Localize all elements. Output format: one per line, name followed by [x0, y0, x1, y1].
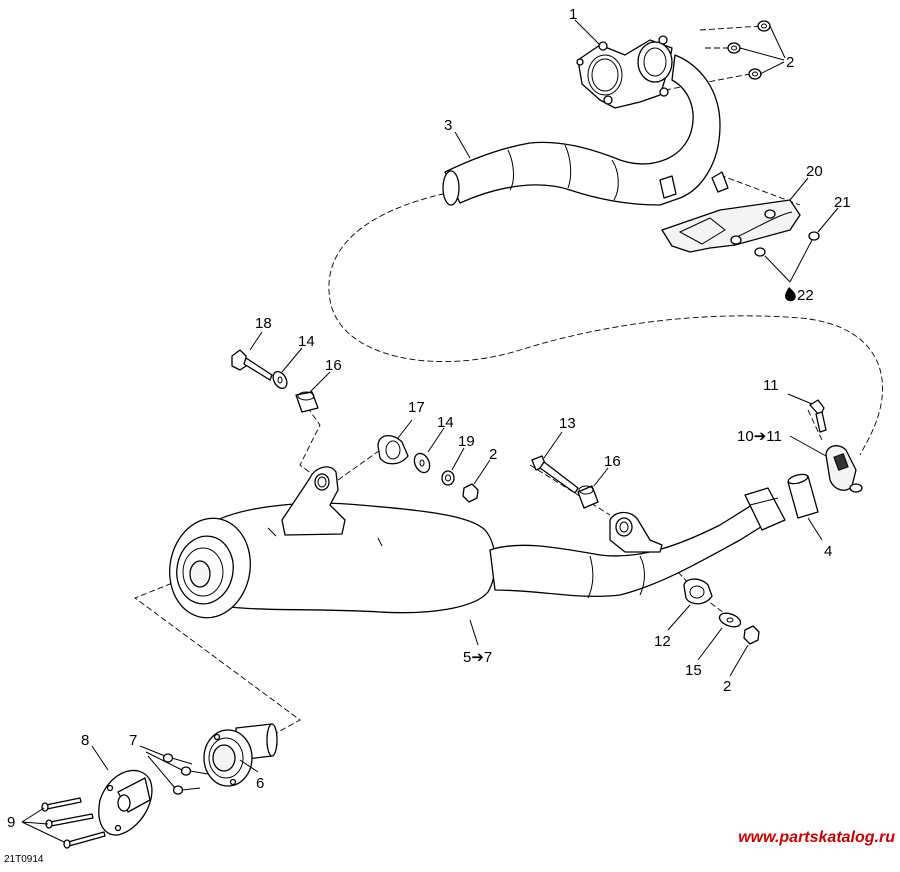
callout-9: 9 — [7, 814, 15, 831]
callout-21: 21 — [834, 194, 851, 211]
heat-shield — [661, 199, 801, 253]
heat-shield-screws — [754, 231, 820, 257]
callout-4: 4 — [824, 543, 832, 560]
callout-20: 20 — [806, 163, 823, 180]
exhaust-flange-gasket — [576, 35, 673, 109]
muffler-mount-hardware — [377, 435, 479, 503]
callout-6: 6 — [256, 775, 264, 792]
spark-arrester — [203, 723, 278, 787]
callout-8: 8 — [81, 732, 89, 749]
loctite-drop-icon — [785, 287, 796, 302]
callout-16-lower: 16 — [604, 453, 621, 470]
callout-10-11: 10➔11 — [737, 428, 782, 445]
callout-5-7: 5➔7 — [463, 649, 492, 666]
callout-15: 15 — [685, 662, 702, 679]
spark-arrester-screws — [162, 753, 209, 795]
callout-19: 19 — [458, 433, 475, 450]
watermark: www.partskatalog.ru — [738, 829, 895, 846]
front-mount-hardware — [683, 578, 760, 645]
callout-22-group: 22 — [785, 287, 814, 304]
pipe-sleeve — [787, 473, 819, 519]
callout-2-front: 2 — [723, 678, 731, 695]
callout-labels: 1 2 3 20 21 22 18 14 16 11 17 14 19 2 13… — [7, 6, 851, 831]
callout-7: 7 — [129, 732, 137, 749]
callout-3: 3 — [444, 117, 452, 134]
callout-1: 1 — [569, 6, 577, 23]
drawing-code: 21T0914 — [4, 854, 44, 865]
muffler-inlet-pipe — [489, 487, 786, 599]
muffler — [169, 466, 496, 619]
callout-17: 17 — [408, 399, 425, 416]
leader-lines — [21, 19, 839, 843]
callout-13: 13 — [559, 415, 576, 432]
callout-18: 18 — [255, 315, 272, 332]
callout-2-flange: 2 — [786, 54, 794, 71]
callout-11: 11 — [763, 377, 779, 394]
callout-2-mount: 2 — [489, 446, 497, 463]
callout-22: 22 — [797, 287, 814, 304]
callout-16-upper: 16 — [325, 357, 342, 374]
callout-14-lower: 14 — [437, 414, 454, 431]
callout-12: 12 — [654, 633, 671, 650]
lower-bolt-set — [531, 455, 599, 509]
end-cap-bolts — [41, 797, 106, 849]
callout-14-upper: 14 — [298, 333, 315, 350]
header-pipe — [442, 54, 729, 206]
flange-nuts — [727, 20, 771, 80]
upper-bolt-set — [231, 349, 319, 413]
clamp-assembly — [809, 399, 863, 493]
end-cap — [98, 769, 153, 836]
